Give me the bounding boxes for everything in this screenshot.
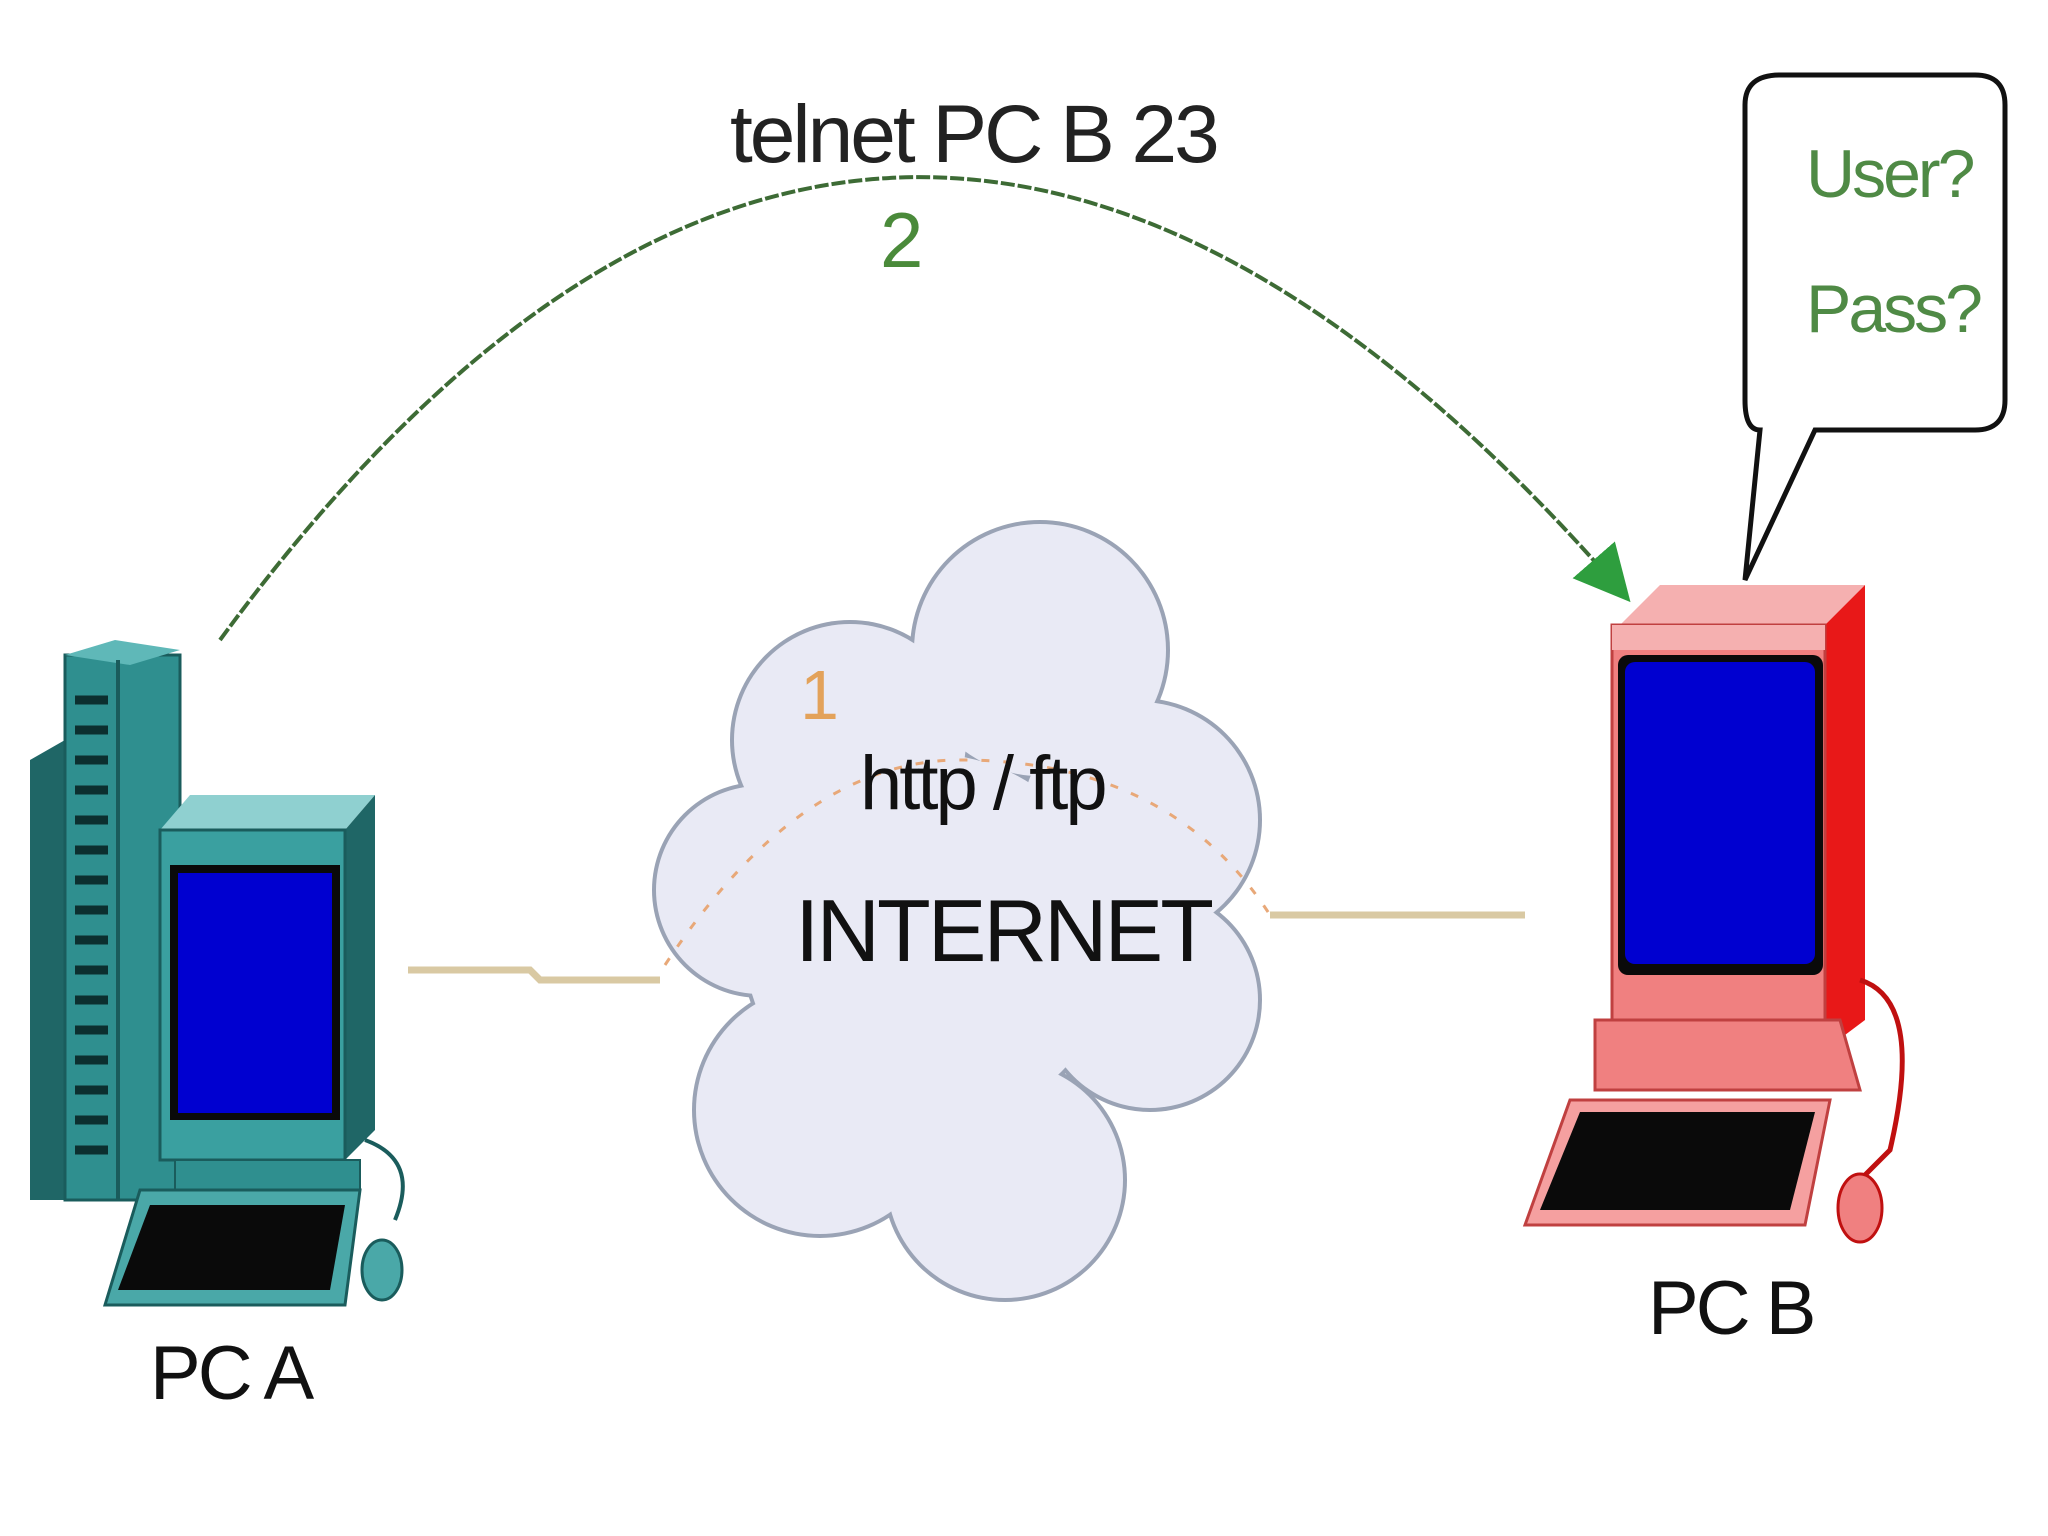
link-line-pc-a — [408, 970, 660, 980]
pc-b-computer-icon — [1525, 585, 1902, 1242]
prompt-user-text: User? — [1806, 135, 1972, 213]
internet-label: INTERNET — [795, 880, 1211, 982]
prompt-pass-text: Pass? — [1806, 270, 1980, 348]
web-protocols-label: http / ftp — [860, 740, 1105, 827]
pc-b-label: PC B — [1648, 1265, 1813, 1352]
pc-a-label: PC A — [150, 1330, 311, 1417]
pc-a-computer-icon — [30, 640, 403, 1305]
web-step-number: 1 — [800, 655, 836, 735]
telnet-command-label: telnet PC B 23 — [730, 88, 1217, 182]
telnet-step-number: 2 — [880, 195, 920, 286]
